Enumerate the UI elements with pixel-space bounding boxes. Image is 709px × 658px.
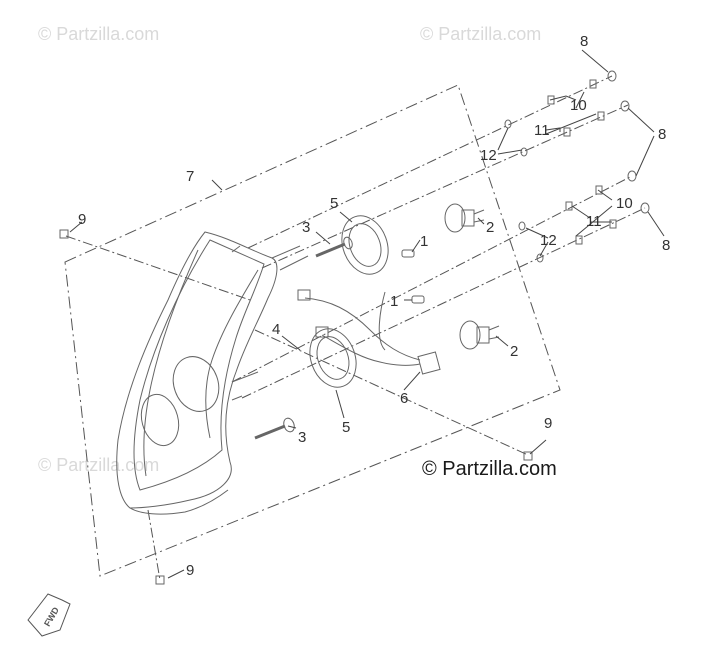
callout-11-lower: 11 <box>586 213 602 230</box>
adjuster-screw-upper <box>315 236 353 258</box>
screw-lower-right <box>523 451 533 461</box>
callout-5-upper: 5 <box>330 195 338 212</box>
bolt-axis-upper <box>247 75 613 249</box>
screw-bottom <box>155 575 165 585</box>
callout-2-lower: 2 <box>510 343 518 360</box>
wedge-bulb-upper <box>401 249 415 258</box>
wiring-harness <box>297 289 441 375</box>
assembly-boundary <box>64 84 561 577</box>
fwd-arrow-icon <box>27 593 71 637</box>
bulb-socket-lower <box>309 328 357 388</box>
watermark-top-left: © Partzilla.com <box>38 24 160 44</box>
adjuster-screw-lower <box>254 417 295 440</box>
halogen-bulb-upper <box>444 203 485 233</box>
fastener-stack-upper <box>504 70 630 157</box>
bulb-socket-upper <box>341 215 389 275</box>
wedge-bulb-lower <box>411 295 425 304</box>
callout-9-right: 9 <box>544 415 552 432</box>
housing-studs <box>231 245 309 383</box>
callout-8-top: 8 <box>580 33 588 50</box>
callout-9-bottom: 9 <box>186 562 194 579</box>
callout-leaders <box>69 49 665 579</box>
callout-12-lower: 12 <box>540 232 557 249</box>
screw-axis-bottom <box>147 509 161 581</box>
bolt-axis-upper-2 <box>261 104 629 269</box>
callout-7: 7 <box>186 168 194 185</box>
screw-axis-right <box>254 329 529 456</box>
callout-3-lower: 3 <box>298 429 306 446</box>
callout-3-upper: 3 <box>302 219 310 236</box>
callout-9-upper-left: 9 <box>78 211 86 228</box>
bolt-axis-lower-2 <box>241 207 646 399</box>
watermark-top-right: © Partzilla.com <box>420 24 542 44</box>
partzilla-credit: © Partzilla.com <box>422 458 557 480</box>
callout-1-lower: 1 <box>390 293 398 310</box>
callout-8-middle: 8 <box>658 126 666 143</box>
callout-11-upper: 11 <box>534 122 550 139</box>
callout-12-upper: 12 <box>480 147 497 164</box>
screw-axis-left <box>65 235 251 301</box>
headlight-housing <box>116 231 278 515</box>
callout-labels: 7 8 10 11 12 8 10 11 12 8 9 9 9 5 5 3 3 … <box>42 33 670 628</box>
callout-2-upper: 2 <box>486 219 494 236</box>
fastener-stack-lower <box>518 170 650 263</box>
callout-10-upper: 10 <box>570 97 587 114</box>
callout-10-lower: 10 <box>616 195 633 212</box>
screw-upper-left <box>59 229 69 239</box>
fwd-label: FWD <box>42 605 61 628</box>
callout-8-bottom: 8 <box>662 237 670 254</box>
halogen-bulb-lower <box>459 320 500 350</box>
callout-4: 4 <box>272 321 280 338</box>
watermark-middle-left: © Partzilla.com <box>38 455 160 475</box>
callout-5-lower: 5 <box>342 419 350 436</box>
callout-6: 6 <box>400 390 408 407</box>
callout-1-upper: 1 <box>420 233 428 250</box>
bolt-axis-lower <box>231 175 633 383</box>
